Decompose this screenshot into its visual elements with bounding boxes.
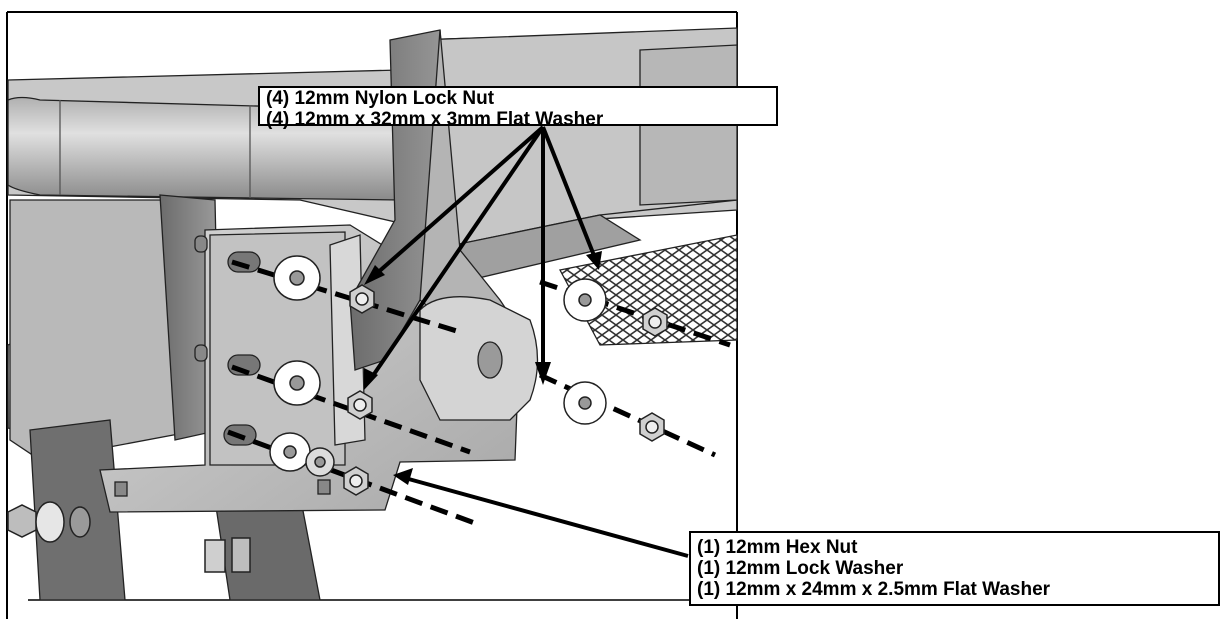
flat-washers xyxy=(269,255,607,477)
callout-bottom-line-3: (1) 12mm x 24mm x 2.5mm Flat Washer xyxy=(697,579,1051,600)
callout-bottom-line-1: (1) 12mm Hex Nut xyxy=(697,537,858,558)
callout-top-line-1: (4) 12mm Nylon Lock Nut xyxy=(266,88,495,109)
leader-arrows xyxy=(368,125,689,558)
lock-nuts xyxy=(7,284,668,573)
arrow-heads xyxy=(364,251,602,485)
callout-nylon-lock-nut: (4) 12mm Nylon Lock Nut (4) 12mm x 32mm … xyxy=(258,86,778,130)
callout-top-line-2: (4) 12mm x 32mm x 3mm Flat Washer xyxy=(266,109,604,130)
callout-hex-nut: (1) 12mm Hex Nut (1) 12mm Lock Washer (1… xyxy=(689,531,1220,606)
callout-bottom-line-2: (1) 12mm Lock Washer xyxy=(697,558,904,579)
